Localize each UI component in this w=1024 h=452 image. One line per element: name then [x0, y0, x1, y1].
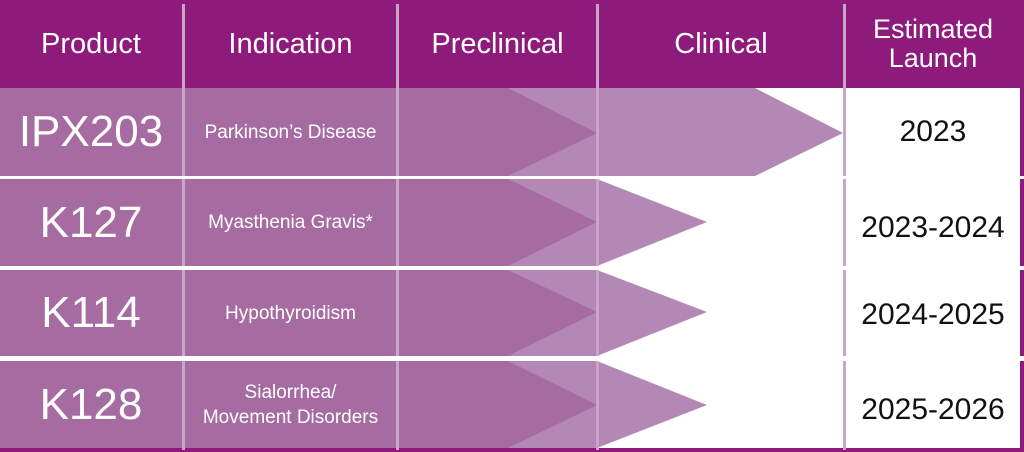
indication-cell: Sialorrhea/ Movement Disorders: [185, 361, 396, 448]
column-divider: [182, 4, 185, 450]
indication-line: Myasthenia Gravis*: [208, 212, 373, 233]
column-divider: [396, 4, 399, 450]
header-preclinical: Preclinical: [431, 27, 564, 60]
header-indication: Indication: [228, 27, 353, 60]
preclinical-arrow: [0, 270, 597, 356]
launch-year: 2023: [899, 115, 967, 148]
header-launch-line1: Estimated: [872, 14, 994, 44]
launch-year: 2025-2026: [861, 392, 1005, 426]
row-dividers: [0, 176, 1024, 361]
launch-year: 2023-2024: [861, 210, 1005, 244]
preclinical-arrow: [0, 361, 597, 448]
header-band: [0, 0, 1024, 88]
product-name: K128: [39, 379, 143, 429]
pipeline-row-3: [0, 270, 707, 356]
preclinical-arrow: [0, 88, 597, 176]
header-clinical: Clinical: [674, 27, 768, 60]
header-estimated-launch: Estimated Launch: [846, 0, 1020, 88]
indication-line: Hypothyroidism: [225, 302, 356, 324]
launch-year: 2024-2025: [861, 298, 1005, 331]
header-product: Product: [41, 27, 141, 60]
pipeline-row-1: [0, 88, 843, 176]
frame-bottom-border: [0, 448, 1024, 452]
column-divider: [843, 4, 846, 450]
indication-line: Movement Disorders: [202, 406, 379, 428]
header-launch-line2: Launch: [888, 43, 978, 73]
column-dividers: [182, 4, 846, 450]
indication-cell: Hypothyroidism: [185, 270, 396, 356]
indication-cell: Myasthenia Gravis*: [185, 179, 396, 266]
pipeline-row-2: [0, 179, 707, 266]
row-divider: [0, 266, 1024, 270]
product-name: K114: [41, 288, 141, 337]
row-divider: [0, 356, 1024, 361]
product-name: K127: [39, 197, 143, 247]
row-divider: [0, 176, 1024, 179]
column-divider: [596, 4, 599, 450]
preclinical-arrow: [0, 179, 597, 266]
indication-line: Parkinson’s Disease: [204, 121, 377, 143]
indication-line: Sialorrhea/: [244, 381, 337, 403]
product-name: IPX203: [18, 107, 164, 156]
indication-cell: Parkinson’s Disease: [185, 88, 396, 176]
pipeline-row-4: [0, 361, 707, 448]
